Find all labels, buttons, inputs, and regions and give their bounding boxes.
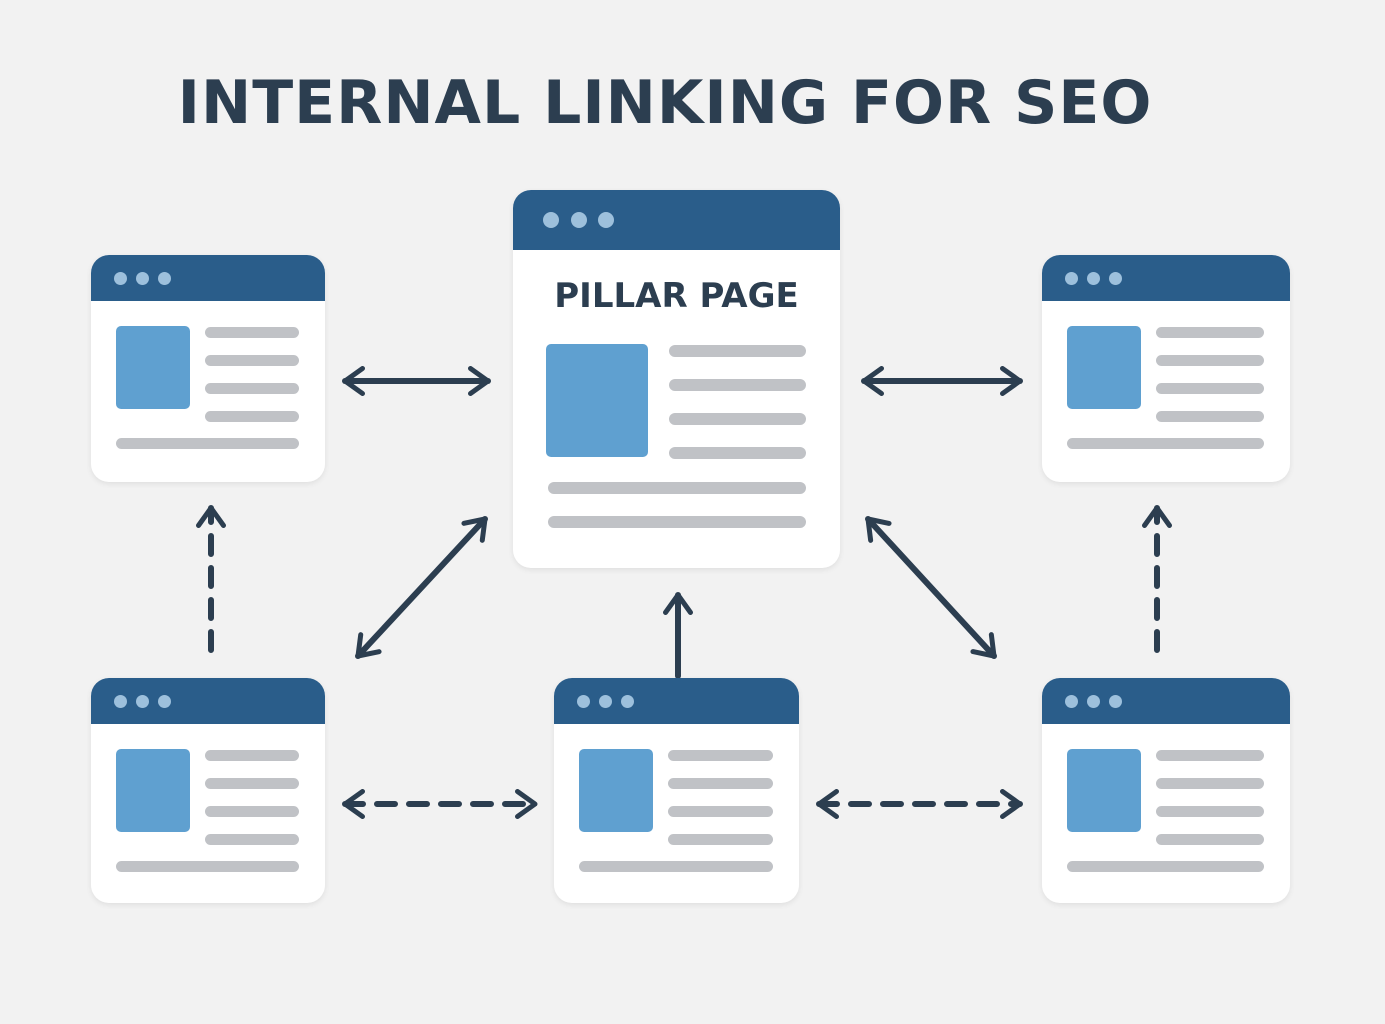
- text-line: [1156, 778, 1264, 789]
- window-dot-icon: [543, 212, 559, 228]
- window-dot-icon: [599, 695, 612, 708]
- text-line: [668, 778, 773, 789]
- text-line: [205, 383, 299, 394]
- text-line: [548, 482, 806, 494]
- text-line: [668, 750, 773, 761]
- text-line: [1156, 806, 1264, 817]
- text-line: [1156, 383, 1264, 394]
- image-placeholder: [1067, 749, 1141, 832]
- window-dot-icon: [158, 272, 171, 285]
- image-placeholder: [1067, 326, 1141, 409]
- arrow-bottom-left-pillar: [355, 516, 488, 659]
- diagram-title: INTERNAL LINKING FOR SEO: [177, 68, 1153, 138]
- text-line: [205, 411, 299, 422]
- window-dot-icon: [158, 695, 171, 708]
- window-dot-icon: [1087, 695, 1100, 708]
- text-line: [205, 750, 299, 761]
- browser-header: [91, 678, 325, 724]
- text-line: [548, 516, 806, 528]
- text-line: [1067, 861, 1264, 872]
- browser-header: [554, 678, 799, 724]
- cluster-page-bottom-middle: [554, 678, 799, 903]
- window-dot-icon: [136, 272, 149, 285]
- window-dot-icon: [1065, 695, 1078, 708]
- cluster-page-bottom-left: [91, 678, 325, 903]
- text-line: [1156, 411, 1264, 422]
- text-line: [1156, 327, 1264, 338]
- image-placeholder: [116, 326, 190, 409]
- window-dot-icon: [114, 695, 127, 708]
- browser-header: [513, 190, 840, 250]
- window-dot-icon: [1065, 272, 1078, 285]
- text-line: [669, 379, 806, 391]
- window-dot-icon: [136, 695, 149, 708]
- cluster-page-top-right: [1042, 255, 1290, 482]
- text-line: [668, 806, 773, 817]
- text-line: [205, 327, 299, 338]
- text-line: [1156, 750, 1264, 761]
- cluster-page-top-left: [91, 255, 325, 482]
- text-line: [668, 834, 773, 845]
- image-placeholder: [546, 344, 648, 457]
- text-line: [1156, 834, 1264, 845]
- text-line: [579, 861, 773, 872]
- image-placeholder: [116, 749, 190, 832]
- text-line: [205, 778, 299, 789]
- text-line: [205, 806, 299, 817]
- window-dot-icon: [571, 212, 587, 228]
- browser-header: [1042, 678, 1290, 724]
- window-dot-icon: [1109, 272, 1122, 285]
- arrow-pillar-bottom-right: [865, 516, 997, 659]
- text-line: [669, 413, 806, 425]
- cluster-page-bottom-right: [1042, 678, 1290, 903]
- text-line: [1067, 438, 1264, 449]
- pillar-page-card: PILLAR PAGE: [513, 190, 840, 568]
- text-line: [116, 438, 299, 449]
- window-dot-icon: [1087, 272, 1100, 285]
- text-line: [669, 447, 806, 459]
- text-line: [205, 834, 299, 845]
- window-dot-icon: [1109, 695, 1122, 708]
- browser-header: [91, 255, 325, 301]
- window-dot-icon: [621, 695, 634, 708]
- browser-header: [1042, 255, 1290, 301]
- window-dot-icon: [598, 212, 614, 228]
- image-placeholder: [579, 749, 653, 832]
- pillar-page-label: PILLAR PAGE: [554, 276, 799, 316]
- text-line: [116, 861, 299, 872]
- window-dot-icon: [114, 272, 127, 285]
- window-dot-icon: [577, 695, 590, 708]
- text-line: [1156, 355, 1264, 366]
- text-line: [669, 345, 806, 357]
- text-line: [205, 355, 299, 366]
